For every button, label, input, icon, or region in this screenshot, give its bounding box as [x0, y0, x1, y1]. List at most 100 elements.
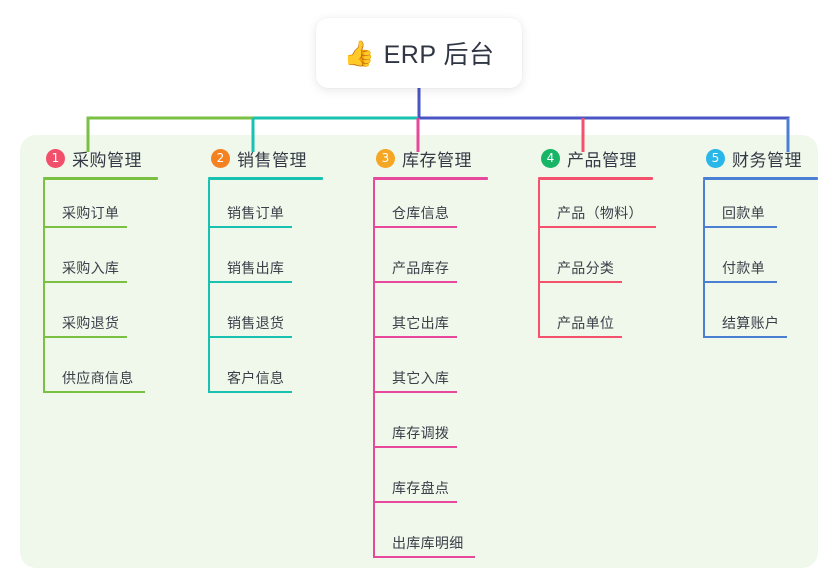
leaf-item[interactable]: 产品分类 [529, 235, 677, 290]
leaf-item[interactable]: 采购退货 [34, 290, 182, 345]
branch-underline [373, 177, 488, 180]
leaf-underline [373, 281, 457, 283]
leaf-label: 销售订单 [227, 205, 285, 221]
branch-number-badge: 1 [46, 148, 65, 168]
branch-column: 4 产品管理产品（物料） 产品分类产品单位 [529, 146, 677, 345]
branch-header[interactable]: 3 库存管理 [364, 146, 512, 170]
branch-underline [208, 177, 323, 180]
leaf-label: 采购订单 [62, 205, 120, 221]
branch-header[interactable]: 1 采购管理 [34, 146, 182, 170]
leaf-item[interactable]: 其它入库 [364, 345, 512, 400]
branch-underline [703, 177, 818, 180]
leaf-item[interactable]: 销售退货 [199, 290, 347, 345]
leaf-item[interactable]: 出库库明细 [364, 510, 512, 565]
leaf-label: 仓库信息 [392, 205, 450, 221]
branch-title: 财务管理 [732, 150, 802, 170]
leaf-item[interactable]: 产品库存 [364, 235, 512, 290]
leaf-label: 产品库存 [392, 260, 450, 276]
branch-title: 产品管理 [567, 150, 637, 170]
branch-column: 5 财务管理回款单付款单结算账户 [694, 146, 818, 345]
thumbs-up-icon: 👍 [343, 38, 375, 68]
branch-header[interactable]: 5 财务管理 [694, 146, 818, 170]
leaf-label: 其它入库 [392, 370, 450, 386]
leaf-item[interactable]: 结算账户 [694, 290, 818, 345]
branch-title: 采购管理 [72, 150, 142, 170]
leaf-label: 付款单 [722, 260, 765, 276]
branch-leaf-list: 仓库信息产品库存其它出库其它入库库存调拨库存盘点出库库明细 [364, 180, 512, 565]
leaf-label: 供应商信息 [62, 370, 134, 386]
leaf-underline [538, 281, 622, 283]
branch-title: 销售管理 [237, 150, 307, 170]
leaf-underline [538, 336, 622, 338]
leaf-item[interactable]: 回款单 [694, 180, 818, 235]
leaf-underline [703, 281, 777, 283]
branch-header[interactable]: 2 销售管理 [199, 146, 347, 170]
branch-leaf-list: 回款单付款单结算账户 [694, 180, 818, 345]
branch-column: 3 库存管理仓库信息产品库存其它出库其它入库库存调拨库存盘点出库库明细 [364, 146, 512, 565]
leaf-underline [373, 391, 457, 393]
root-node-title: ERP 后台 [383, 41, 495, 69]
leaf-label: 产品分类 [557, 260, 615, 276]
branch-title: 库存管理 [402, 150, 472, 170]
leaf-item[interactable]: 产品单位 [529, 290, 677, 345]
leaf-underline [43, 226, 127, 228]
branch-number-badge: 4 [541, 148, 560, 168]
leaf-label: 库存调拨 [392, 425, 450, 441]
branch-header[interactable]: 4 产品管理 [529, 146, 677, 170]
branch-leaf-list: 销售订单销售出库销售退货客户信息 [199, 180, 347, 400]
leaf-label: 出库库明细 [392, 535, 464, 551]
leaf-underline [373, 226, 457, 228]
branch-underline [538, 177, 653, 180]
branch-number-badge: 5 [706, 148, 725, 168]
leaf-label: 采购入库 [62, 260, 120, 276]
leaf-label: 销售退货 [227, 315, 285, 331]
branch-spine [208, 180, 210, 393]
leaf-underline [373, 501, 457, 503]
leaf-underline [43, 391, 145, 393]
leaf-item[interactable]: 库存调拨 [364, 400, 512, 455]
leaf-item[interactable]: 销售出库 [199, 235, 347, 290]
branch-number-badge: 2 [211, 148, 230, 168]
leaf-label: 结算账户 [722, 315, 780, 331]
leaf-underline [703, 226, 777, 228]
leaf-item[interactable]: 仓库信息 [364, 180, 512, 235]
leaf-item[interactable]: 其它出库 [364, 290, 512, 345]
leaf-underline [208, 281, 292, 283]
leaf-item[interactable]: 销售订单 [199, 180, 347, 235]
leaf-label: 产品（物料） [557, 205, 643, 221]
branch-spine [43, 180, 45, 393]
leaf-item[interactable]: 采购入库 [34, 235, 182, 290]
branch-column: 1 采购管理采购订单采购入库采购退货供应商信息 [34, 146, 182, 400]
leaf-item[interactable]: 产品（物料） [529, 180, 677, 235]
leaf-underline [373, 556, 475, 558]
branch-spine [373, 180, 375, 558]
leaf-underline [208, 226, 292, 228]
branch-leaf-list: 产品（物料） 产品分类产品单位 [529, 180, 677, 345]
branch-leaf-list: 采购订单采购入库采购退货供应商信息 [34, 180, 182, 400]
leaf-item[interactable]: 库存盘点 [364, 455, 512, 510]
diagram-background-panel [20, 135, 818, 568]
leaf-underline [373, 446, 457, 448]
leaf-underline [208, 391, 292, 393]
leaf-label: 其它出库 [392, 315, 450, 331]
leaf-item[interactable]: 供应商信息 [34, 345, 182, 400]
leaf-underline [703, 336, 787, 338]
leaf-label: 产品单位 [557, 315, 615, 331]
leaf-underline [538, 226, 656, 228]
leaf-underline [43, 336, 127, 338]
leaf-label: 客户信息 [227, 370, 285, 386]
leaf-item[interactable]: 客户信息 [199, 345, 347, 400]
branch-spine [538, 180, 540, 338]
leaf-label: 回款单 [722, 205, 765, 221]
leaf-underline [43, 281, 127, 283]
leaf-label: 销售出库 [227, 260, 285, 276]
branch-underline [43, 177, 158, 180]
leaf-item[interactable]: 付款单 [694, 235, 818, 290]
branch-spine [703, 180, 705, 338]
branch-number-badge: 3 [376, 148, 395, 168]
leaf-underline [208, 336, 292, 338]
root-node[interactable]: 👍 ERP 后台 [316, 18, 522, 88]
root-node-content: 👍 ERP 后台 [343, 35, 494, 71]
leaf-item[interactable]: 采购订单 [34, 180, 182, 235]
